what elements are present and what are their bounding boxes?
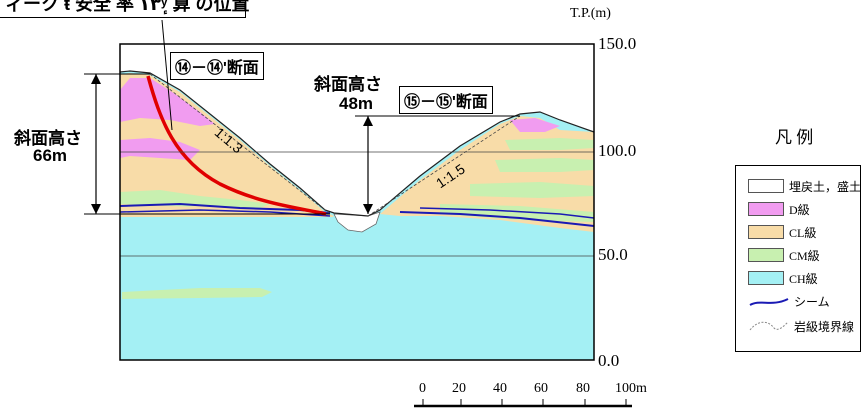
plot-frame xyxy=(119,43,595,361)
seam-right-1 xyxy=(399,211,595,227)
slope-height-center-value: 48m xyxy=(339,94,374,113)
scale-tick-0: 0 xyxy=(419,381,426,396)
legend-swatch-d-class xyxy=(748,202,784,216)
elevation-tick-150: 150.0 xyxy=(598,34,637,53)
slope-line-right xyxy=(367,115,521,217)
legend-swatch-cl-class xyxy=(748,225,784,239)
cm-class-right-band3 xyxy=(470,182,594,198)
elevation-tick-50: 50.0 xyxy=(598,245,628,264)
top-banner: ィーク ŧ 安全 率 ۱۳ٕʸ 算 の位置 xyxy=(0,0,250,18)
legend-item-d-class: D級 xyxy=(748,201,810,217)
d-class-left-middle xyxy=(120,138,200,160)
elevation-tick-100: 100.0 xyxy=(598,141,637,160)
top-banner-text: ィーク ŧ 安全 率 ۱۳ٕʸ 算 の位置 xyxy=(5,0,250,14)
d-class-left-upper xyxy=(120,78,215,126)
arrow-up-left xyxy=(91,74,101,84)
legend-label-ch-class: CH級 xyxy=(789,271,818,286)
seam-line-icon xyxy=(749,298,789,306)
scale-tick-80: 80 xyxy=(576,381,590,396)
legend-item-seam: シーム xyxy=(748,293,830,309)
scale-tick-20: 20 xyxy=(452,381,466,396)
scale-tick-60: 60 xyxy=(534,381,548,396)
legend-swatch-fill-soil xyxy=(748,179,784,193)
cm-class-left-band xyxy=(120,190,270,208)
slope-height-left-label: 斜面高さ xyxy=(14,129,82,148)
legend-item-boundary: 岩級境界線 xyxy=(748,318,854,334)
cm-class-lower-lens xyxy=(122,288,272,299)
legend-box: 埋戻土，盛土 D級 CL級 CM級 CH級 シーム 岩級境界線 xyxy=(735,165,861,352)
ground-surface-line xyxy=(119,70,595,217)
cm-class-right-band4 xyxy=(440,204,594,222)
arrow-down-left xyxy=(91,204,101,214)
legend-title: 凡 例 xyxy=(775,128,814,147)
section-label-right: ⑮－⑮'断面 xyxy=(399,86,493,114)
arrow-down-center xyxy=(363,204,373,214)
legend-label-fill-soil: 埋戻土，盛土 xyxy=(789,179,862,194)
rock-boundary-line-icon xyxy=(749,321,789,331)
legend-swatch-ch-class xyxy=(748,271,784,285)
legend-item-fill-soil: 埋戻土，盛土 xyxy=(748,178,861,194)
section-label-right-text: ⑮－⑮'断面 xyxy=(404,94,488,111)
slope-line-left xyxy=(149,73,331,215)
section-label-left: ⑭－⑭'断面 xyxy=(170,52,264,80)
seam-right-2 xyxy=(419,207,595,219)
legend-swatch-cm-class xyxy=(748,248,784,262)
scale-tick-40: 40 xyxy=(493,381,507,396)
elevation-tick-0: 0.0 xyxy=(598,351,620,370)
legend-label-cm-class: CM級 xyxy=(789,248,820,263)
legend-label-d-class: D級 xyxy=(789,202,810,217)
scale-tick-100: 100m xyxy=(615,381,647,396)
legend-label-cl-class: CL級 xyxy=(789,225,817,240)
legend-label-seam: シーム xyxy=(794,294,830,309)
legend-item-ch-class: CH級 xyxy=(748,270,818,286)
cm-class-right-band1 xyxy=(505,138,594,150)
legend-item-cm-class: CM級 xyxy=(748,247,820,263)
slope-height-left-value: 66m xyxy=(33,146,68,165)
cm-class-right-band2 xyxy=(495,158,594,172)
legend-label-boundary: 岩級境界線 xyxy=(794,319,855,334)
elevation-unit: T.P.(m) xyxy=(570,6,611,21)
arrow-up-center xyxy=(363,116,373,126)
d-class-right-top xyxy=(510,118,560,132)
slope-height-center-label: 斜面高さ xyxy=(314,75,382,94)
section-label-left-text: ⑭－⑭'断面 xyxy=(175,60,259,77)
banner-leader-line xyxy=(161,19,173,131)
legend-item-cl-class: CL級 xyxy=(748,224,816,240)
critical-slip-surface xyxy=(146,75,327,216)
